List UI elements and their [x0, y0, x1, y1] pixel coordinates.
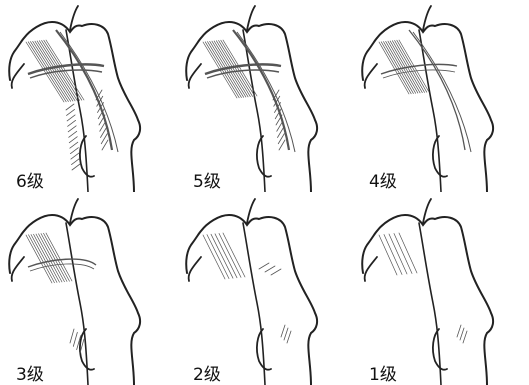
trochanter-trabecula [68, 120, 76, 126]
trochanter-trabecula [67, 109, 75, 115]
grade-label: 1级 [369, 367, 397, 384]
grade-label: 4级 [369, 174, 397, 191]
compressive-trabecula [39, 234, 65, 282]
residual-trabecula [463, 331, 467, 343]
compressive-trabecula [211, 234, 233, 278]
residual-trabecula [284, 328, 288, 340]
trabecular-pattern [203, 30, 295, 152]
trochanter-trabecula [67, 115, 75, 121]
femur-panel-grade-2: 2级 [177, 193, 353, 385]
femur-panel-grade-5: 5级 [177, 0, 353, 192]
grade-label: 3级 [16, 367, 44, 384]
compressive-trabecula [384, 235, 402, 275]
femur-panel-grade-3: 3级 [0, 193, 176, 385]
grade-label: 2级 [193, 367, 221, 384]
residual-trabecula [70, 329, 74, 343]
compressive-trabecula [399, 233, 417, 273]
head-hook [365, 257, 377, 281]
proximal-femur-drawing [177, 193, 353, 385]
calcar-line [243, 223, 265, 385]
compressive-trabecula [223, 233, 245, 277]
trochanter-trabecula [70, 142, 78, 148]
head-hook [365, 64, 377, 88]
calcar-line [419, 223, 441, 385]
residual-trabecula [460, 328, 464, 340]
compressive-trabecula [389, 234, 407, 274]
compressive-trabecula [379, 235, 397, 275]
compressive-trabecula [41, 234, 67, 282]
grade-label: 6级 [16, 174, 44, 191]
femur-panel-grade-1: 1级 [353, 193, 529, 385]
compressive-trabecula [34, 234, 60, 282]
residual-trabecula [287, 331, 291, 343]
residual-trabecula [457, 325, 461, 337]
head-hook [12, 64, 24, 88]
calcar-line [419, 30, 441, 192]
compressive-trabecula [219, 233, 241, 277]
proximal-femur-drawing [353, 193, 529, 385]
femur-panel-grade-4: 4级 [353, 0, 529, 192]
trochanter-trabecula [66, 104, 74, 110]
residual-trabecula [281, 325, 285, 337]
calcar-line [66, 223, 88, 385]
proximal-femur-drawing [0, 193, 176, 385]
proximal-femur-drawing [353, 0, 529, 192]
trabecular-pattern [26, 233, 96, 353]
proximal-femur-drawing [0, 0, 176, 192]
trochanter-trabecula [71, 159, 79, 165]
trochanter-trabecula [69, 137, 77, 143]
head-hook [12, 257, 24, 281]
trochanter-trabecula [70, 148, 78, 154]
residual-trabecula [271, 269, 281, 275]
compressive-trabecula [394, 234, 412, 274]
trabecular-pattern [379, 30, 471, 152]
compressive-trabecula [36, 234, 62, 282]
compressive-trabecula [386, 41, 416, 93]
trochanter-trabecula [69, 131, 77, 137]
compressive-trabecula [207, 235, 229, 279]
trabecular-pattern [26, 30, 118, 170]
compressive-trabecula [390, 41, 420, 93]
trochanter-trabecula [72, 164, 80, 170]
tensile-trabecula-arc [28, 64, 104, 74]
compressive-trabecula [388, 41, 418, 93]
compressive-trabecula [203, 235, 225, 279]
residual-trabecula [265, 266, 275, 272]
residual-trabecula [259, 263, 269, 269]
femur-outline [9, 22, 140, 192]
trochanter-trabecula [71, 153, 79, 159]
residual-trabecula [73, 332, 77, 346]
calcar-line [243, 30, 265, 192]
calcar-line [66, 30, 88, 192]
femur-panel-grade-6: 6级 [0, 0, 176, 192]
compressive-trabecula [215, 234, 237, 278]
head-hook [189, 257, 201, 281]
grade-label: 5级 [193, 174, 221, 191]
proximal-femur-drawing [177, 0, 353, 192]
femur-outline [186, 22, 317, 192]
trochanter-trabecula [68, 126, 76, 132]
head-hook [189, 64, 201, 88]
compressive-trabecula [31, 235, 57, 283]
